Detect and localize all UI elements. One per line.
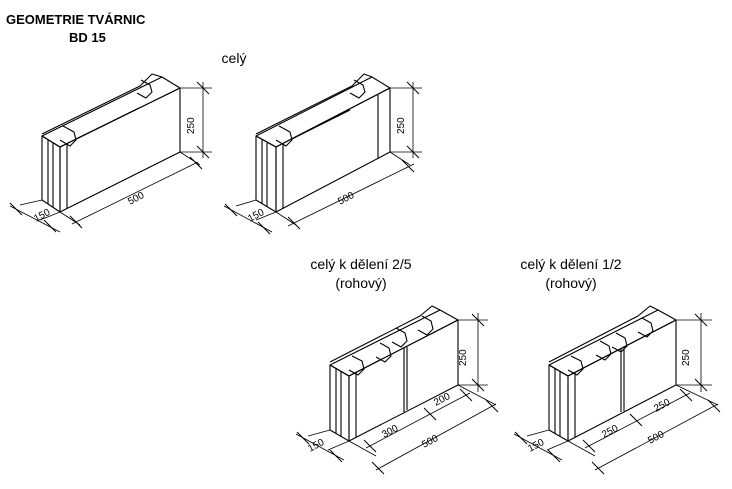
block-1-height-label: 250: [186, 117, 197, 134]
block-4-seg-b-label: 250: [652, 397, 672, 415]
block-3-seg-b-label: 200: [432, 391, 452, 409]
block-2-height-label: 250: [396, 117, 407, 134]
block-1-length-label: 500: [126, 190, 146, 208]
drawing-subtitle: BD 15: [69, 30, 106, 45]
block-3-dimensions: [295, 313, 499, 475]
block-4-width-label: 150: [526, 437, 546, 455]
block-4-length-label: 500: [646, 429, 666, 447]
caption-split-2-5-corner: (rohový): [335, 275, 387, 291]
block-1: [41, 73, 181, 213]
block-3: [329, 305, 459, 442]
block-1-width-label: 150: [32, 207, 52, 225]
block-2-dimensions: [223, 81, 422, 235]
block-4-height-label: 250: [681, 349, 692, 366]
drawing-title: GEOMETRIE TVÁRNIC: [6, 12, 146, 27]
block-2-length-label: 500: [336, 190, 356, 208]
block-4-dimensions: [513, 313, 721, 475]
block-3-length-label: 500: [420, 433, 440, 451]
caption-split-2-5: celý k dělení 2/5: [310, 256, 412, 272]
block-1-dimensions: [9, 81, 212, 233]
block-2-width-label: 150: [246, 207, 266, 225]
caption-full-block: celý: [221, 50, 247, 66]
block-4: [548, 305, 677, 442]
block-3-height-label: 250: [458, 349, 469, 366]
block-3-width-label: 150: [306, 437, 326, 455]
caption-split-1-2: celý k dělení 1/2: [520, 256, 622, 272]
block-4-seg-a-label: 250: [600, 423, 620, 441]
block-2: [255, 73, 391, 213]
caption-split-1-2-corner: (rohový): [545, 275, 597, 291]
block-3-seg-a-label: 300: [380, 423, 400, 441]
